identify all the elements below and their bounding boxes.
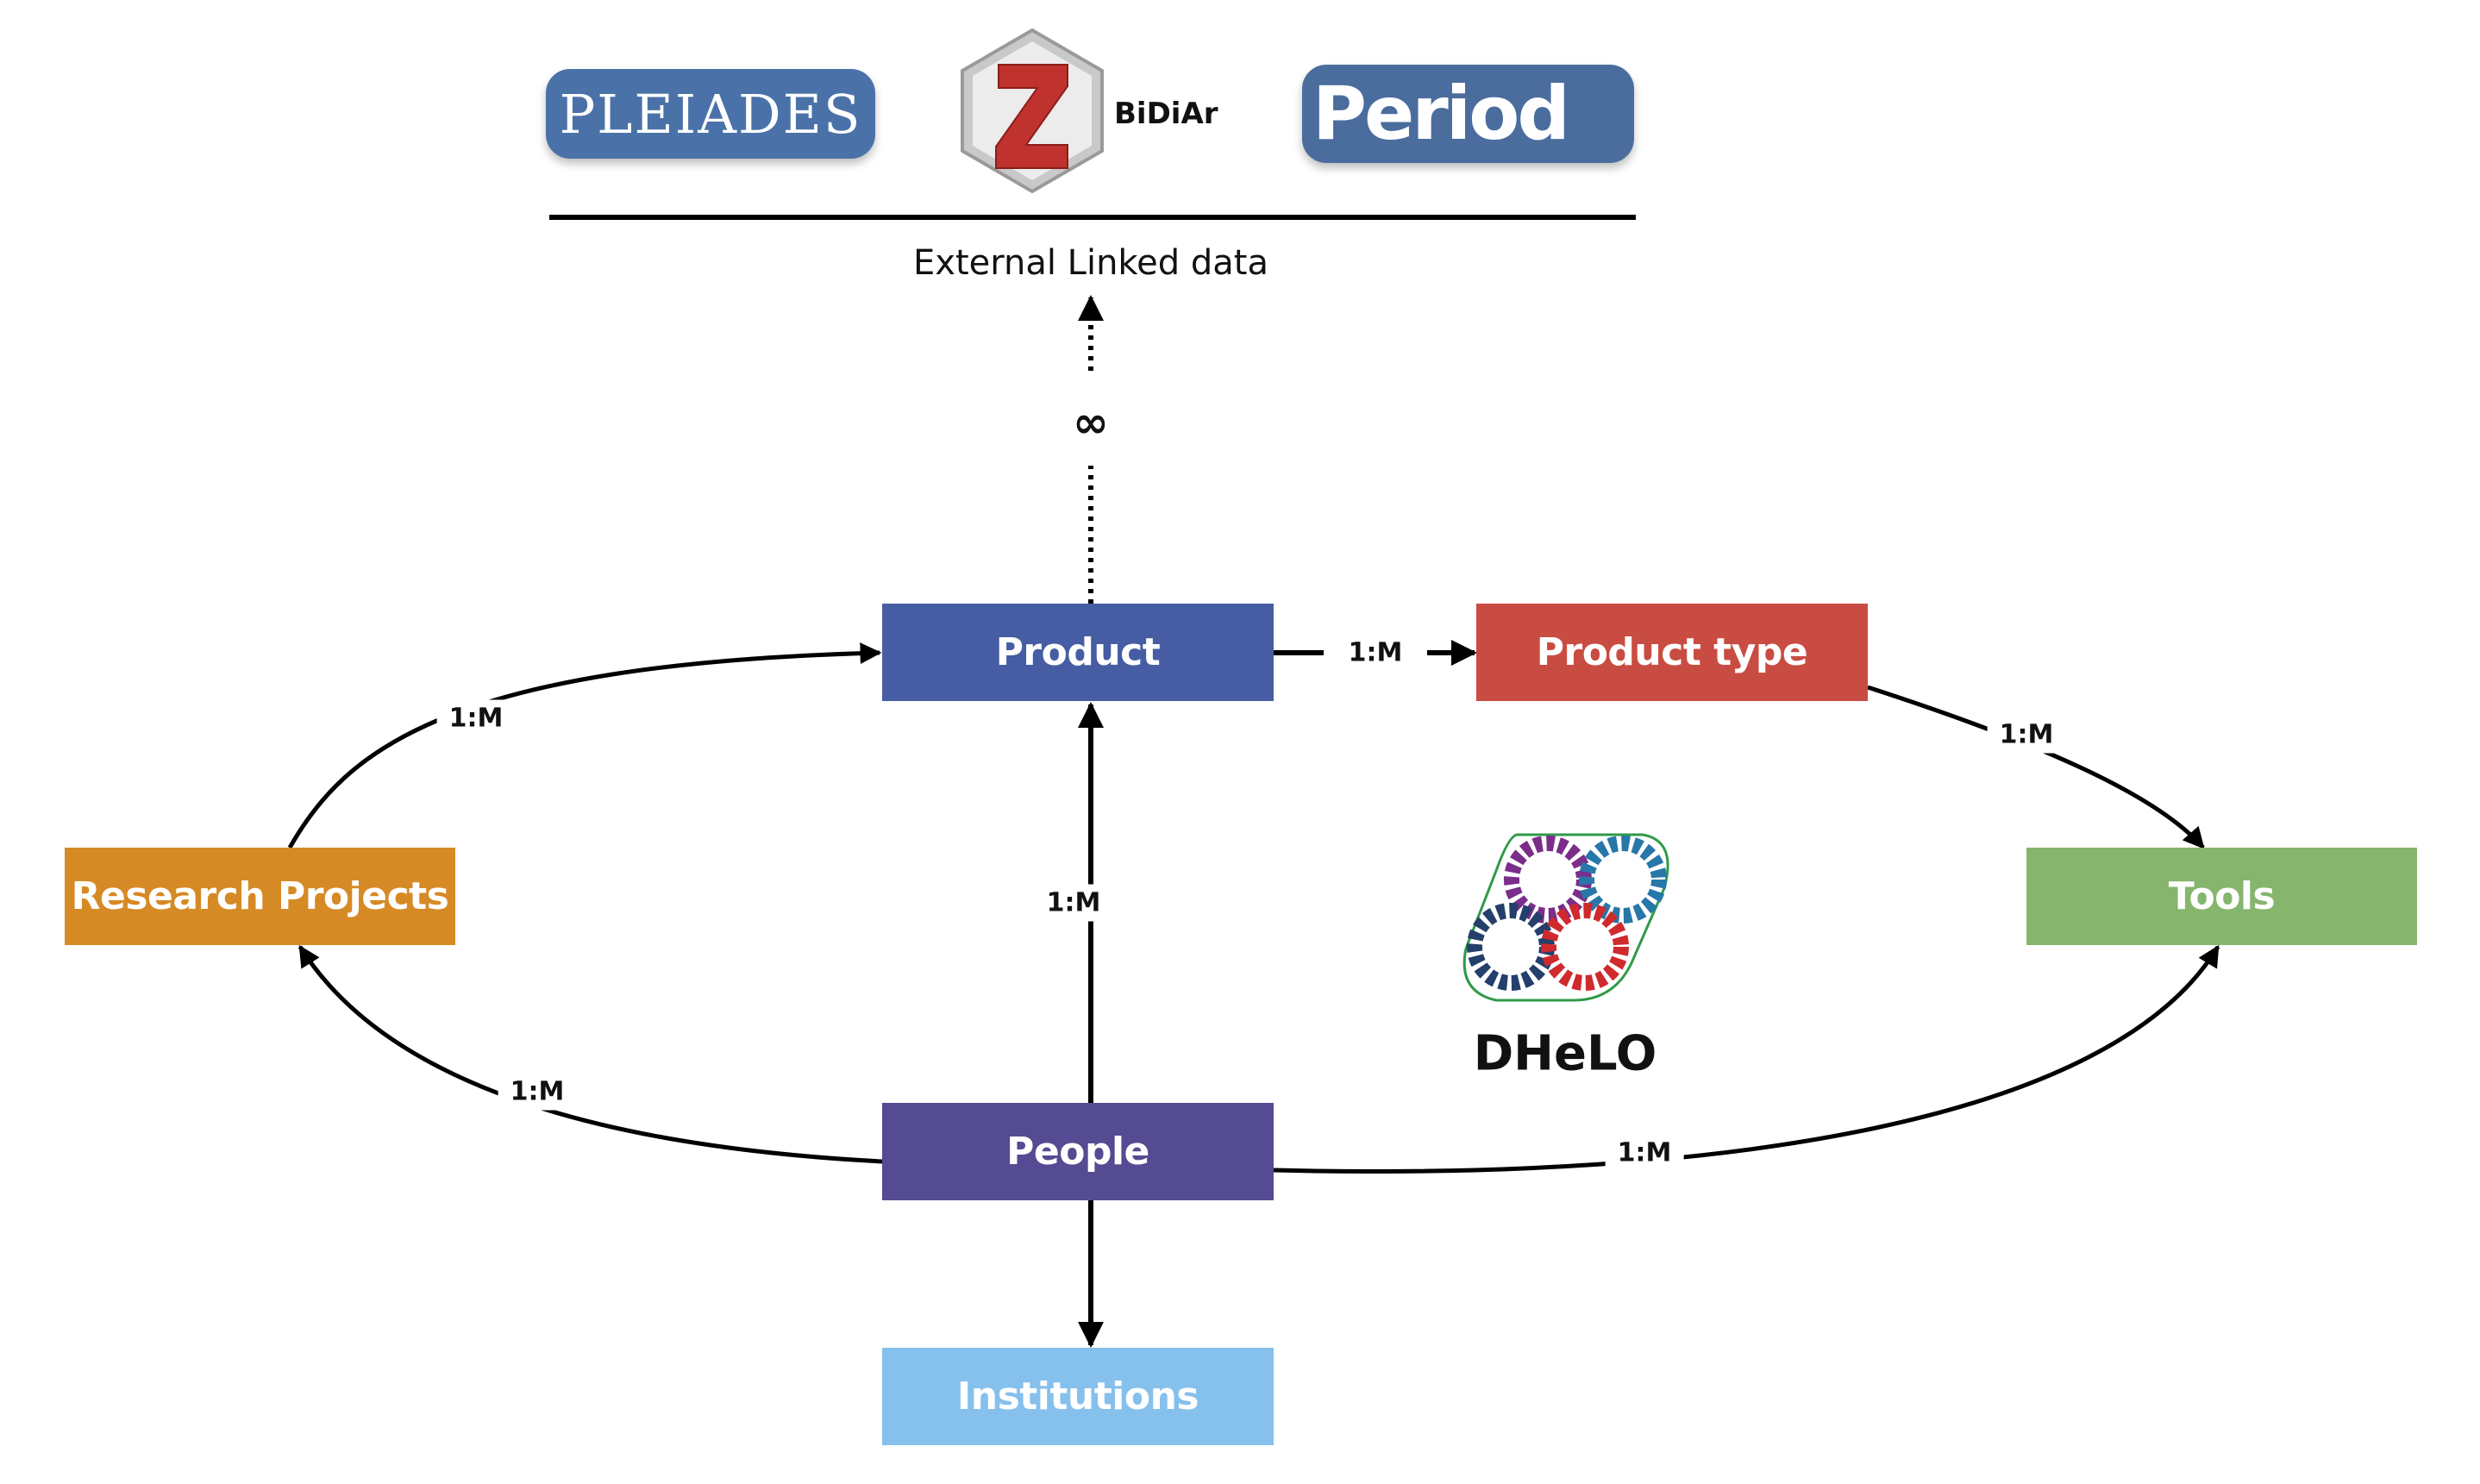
external-linked-data-label: External Linked data (913, 243, 1268, 283)
edge-label-people-research: 1:M (498, 1073, 577, 1111)
periodo-logo-text: Period (1312, 71, 1570, 157)
edge-label-people-product: 1:M (1034, 884, 1113, 922)
node-institutions[interactable]: Institutions (882, 1348, 1274, 1445)
zotero-logo-icon (961, 28, 1104, 194)
edge-label-research-product: 1:M (436, 699, 516, 737)
edge-research-product (287, 642, 882, 849)
edge-label-producttype-tools: 1:M (1987, 716, 2066, 754)
node-product-type-label: Product type (1536, 630, 1808, 674)
node-people[interactable]: People (882, 1103, 1274, 1200)
edge-producttype-tools (1867, 685, 2205, 849)
pleiades-logo-text: PLEIADES (559, 82, 862, 146)
node-people-label: People (1006, 1130, 1149, 1174)
node-research-projects[interactable]: Research Projects (65, 848, 455, 945)
node-institutions-label: Institutions (956, 1374, 1199, 1418)
infinity-label: ∞ (1073, 398, 1109, 448)
dhelo-logo-text: DHeLO (1473, 1025, 1657, 1082)
node-product-label: Product (995, 630, 1161, 674)
node-product[interactable]: Product (882, 604, 1274, 701)
edge-label-product-producttype: 1:M (1336, 634, 1415, 672)
edge-label-people-tools: 1:M (1605, 1134, 1684, 1172)
pleiades-logo: PLEIADES (546, 69, 875, 159)
zotero-caption: BiDiAr (1114, 97, 1218, 131)
dhelo-gears-icon (1462, 833, 1669, 1002)
node-tools[interactable]: Tools (2026, 848, 2417, 945)
edge-people-research (297, 944, 883, 1164)
node-tools-label: Tools (2168, 874, 2276, 918)
node-research-projects-label: Research Projects (71, 874, 449, 918)
edge-people-tools (1273, 944, 2220, 1174)
node-product-type[interactable]: Product type (1476, 604, 1868, 701)
periodo-logo: Period (1302, 65, 1634, 163)
